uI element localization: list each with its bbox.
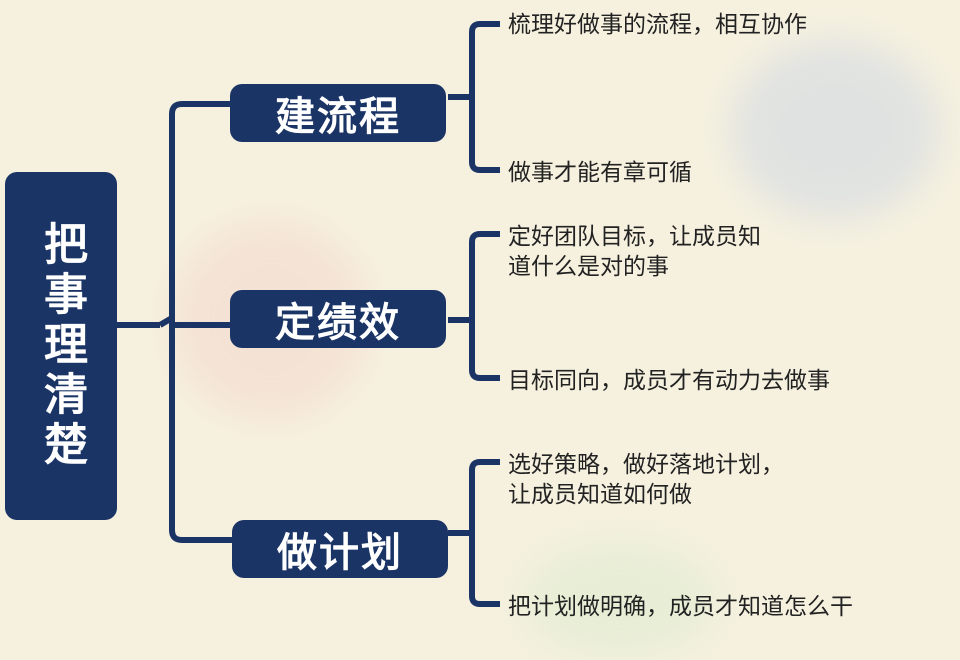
root-node: 把事理清楚 — [5, 172, 117, 520]
branch-node-performance: 定绩效 — [230, 290, 446, 348]
branch-label: 定绩效 — [275, 300, 401, 346]
root-label: 把事理清楚 — [36, 221, 87, 471]
leaf-bracket-1 — [448, 21, 500, 173]
background-decoration — [730, 40, 940, 220]
branch-label: 建流程 — [275, 94, 401, 140]
leaf-text: 定好团队目标，让成员知 道什么是对的事 — [508, 224, 761, 280]
leaf-text: 选好策略，做好落地计划， 让成员知道如何做 — [508, 452, 784, 508]
leaf-text: 目标同向，成员才有动力去做事 — [508, 368, 830, 394]
leaf-bracket-2 — [448, 231, 500, 381]
leaf-text: 做事才能有章可循 — [508, 160, 692, 186]
root-connector — [117, 315, 174, 328]
connector-lines — [117, 21, 500, 607]
leaf-text: 把计划做明确，成员才知道怎么干 — [508, 594, 853, 620]
branch-label: 做计划 — [277, 530, 403, 576]
branch-node-process: 建流程 — [230, 84, 446, 142]
leaf-text: 梳理好做事的流程，相互协作 — [508, 12, 807, 38]
leaf-bracket-3 — [448, 459, 500, 607]
branch-node-plan: 做计划 — [232, 520, 448, 578]
